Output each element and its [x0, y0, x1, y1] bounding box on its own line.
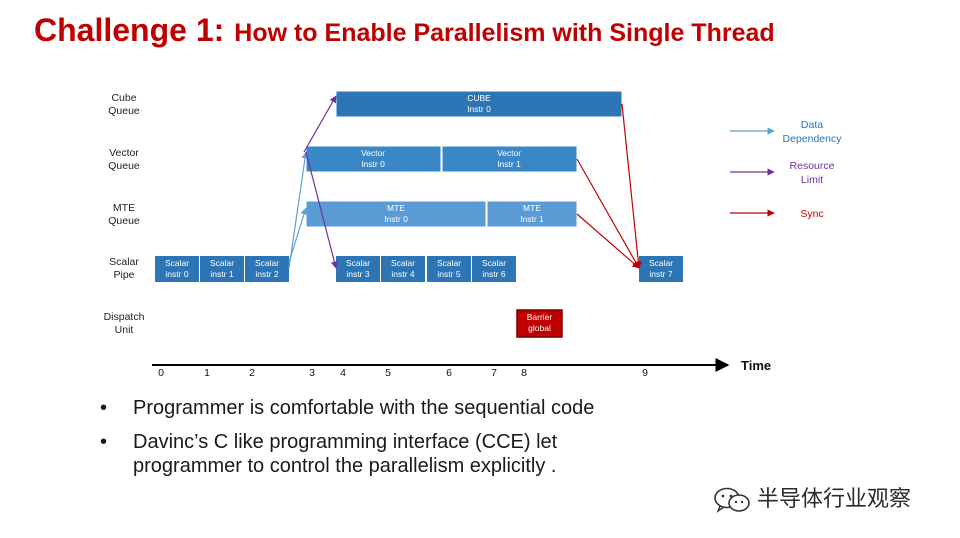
- timeline-tick: 3: [309, 367, 315, 379]
- scalar-instr-5-block: [427, 256, 471, 282]
- scalar-instr-3-block: [336, 256, 380, 282]
- mte-instr-1-block: [486, 200, 578, 228]
- bullet-marker: •: [100, 397, 108, 419]
- sync-arrow: [576, 213, 640, 269]
- scalar-instr-1-block: [200, 256, 244, 282]
- timeline-tick: 2: [249, 367, 255, 379]
- sync-arrow: [621, 103, 642, 269]
- timeline-tick: 6: [446, 367, 452, 379]
- timeline-tick: 0: [158, 367, 164, 379]
- watermark-text: 半导体行业观察: [757, 487, 912, 512]
- timeline-tick: 7: [491, 367, 497, 379]
- bullet-list: • Programmer is comfortable with the sequ…: [100, 396, 613, 488]
- timeline-tick: 1: [204, 367, 210, 379]
- data-dependency-arrow: [288, 207, 308, 263]
- data-dependency-arrow: [288, 151, 309, 269]
- timeline-tick: 4: [340, 367, 346, 379]
- resource-limit-arrow: [305, 151, 338, 269]
- timeline-tick: 9: [642, 367, 648, 379]
- title-sub: How to Enable Parallelism with Single Th…: [234, 19, 775, 47]
- bullet-text: Programmer is comfortable with the seque…: [133, 397, 595, 419]
- timeline-tick: 8: [521, 367, 527, 379]
- cube-instr-0-block: [335, 90, 623, 118]
- barrier-global-block: [516, 309, 563, 338]
- sync-arrow: [576, 158, 640, 269]
- scalar-instr-4-block: [381, 256, 425, 282]
- wechat-icon: [714, 487, 750, 513]
- scalar-instr-2-block: [245, 256, 289, 282]
- watermark: 半导体行业观察: [713, 481, 911, 514]
- scalar-instr-7-block: [639, 256, 683, 282]
- scalar-instr-6-block: [472, 256, 516, 282]
- timeline-label: Time: [741, 358, 771, 373]
- slide-title: Challenge 1: How to Enable Parallelism wi…: [34, 12, 775, 49]
- bullet-item: • Programmer is comfortable with the sequ…: [100, 396, 613, 420]
- vector-instr-0-block: [305, 145, 442, 173]
- scalar-instr-0-block: [155, 256, 199, 282]
- legend-sync-label: Sync: [800, 208, 823, 220]
- bullet-marker: •: [100, 431, 108, 453]
- mte-instr-0-block: [305, 200, 487, 228]
- resource-limit-arrow: [303, 95, 337, 153]
- title-main: Challenge 1:: [34, 12, 225, 48]
- bullet-text: Davinc’s C like programming interface (C…: [133, 431, 558, 477]
- timeline-tick: 5: [385, 367, 391, 379]
- bullet-item: • Davinc’s C like programming interface (…: [100, 430, 613, 478]
